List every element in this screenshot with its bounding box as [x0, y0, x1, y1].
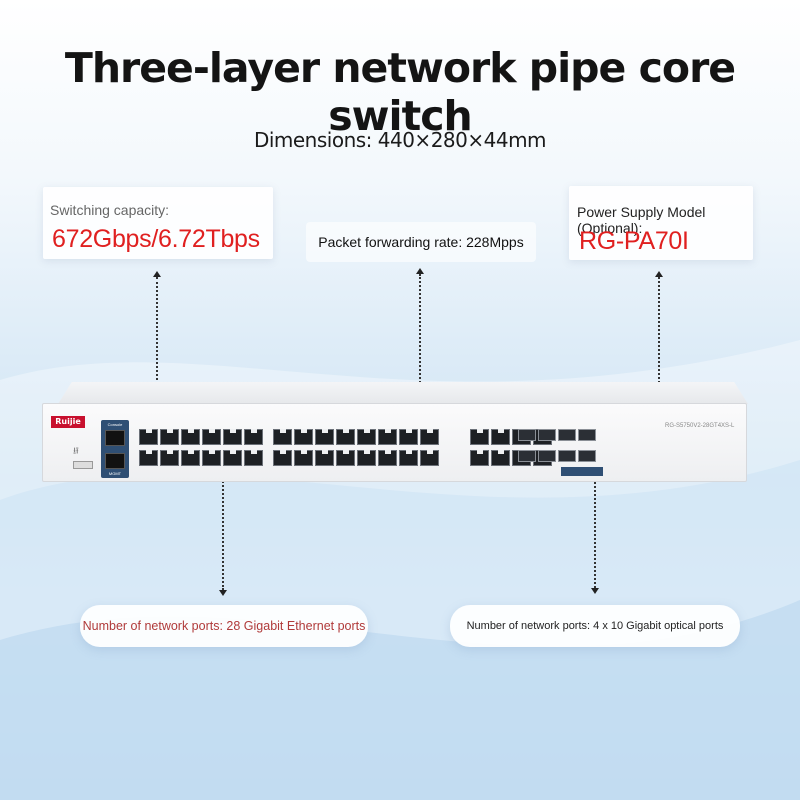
- callout-line: [594, 455, 596, 588]
- ethernet-port: [399, 429, 418, 445]
- ethernet-port: [399, 450, 418, 466]
- power-supply-value: RG-PA70I: [579, 227, 689, 255]
- switching-capacity-label: Switching capacity:: [50, 202, 170, 218]
- dimensions-text: Dimensions: 440×280×44mm: [253, 128, 547, 152]
- console-label: Console: [107, 422, 123, 427]
- ethernet-port: [357, 450, 376, 466]
- ethernet-ports-callout: Number of network ports: 28 Gigabit Ethe…: [80, 605, 368, 647]
- ethernet-port: [378, 450, 397, 466]
- ethernet-port: [244, 450, 263, 466]
- ethernet-ports-bottom-left: [139, 450, 263, 466]
- ethernet-port: [160, 450, 179, 466]
- ethernet-port: [315, 450, 334, 466]
- ethernet-port: [202, 429, 221, 445]
- model-number: RG-S5750V2-28GT4XS-L: [665, 423, 735, 429]
- switching-capacity-card: Switching capacity: 672Gbps/6.72Tbps: [43, 187, 273, 259]
- switch-top-surface: [58, 382, 748, 404]
- ethernet-port: [294, 429, 313, 445]
- sfp-port: [518, 429, 536, 441]
- sfp-port: [578, 450, 596, 462]
- ethernet-port: [160, 429, 179, 445]
- ethernet-ports-top-left: [139, 429, 263, 445]
- console-port: [105, 430, 125, 446]
- callout-line: [156, 277, 158, 392]
- sfp-port: [558, 450, 576, 462]
- ethernet-port: [420, 429, 439, 445]
- ethernet-port: [244, 429, 263, 445]
- ethernet-port: [139, 429, 158, 445]
- ethernet-port: [470, 450, 489, 466]
- ethernet-port: [181, 450, 200, 466]
- ethernet-port: [470, 429, 489, 445]
- sfp-port: [578, 429, 596, 441]
- network-switch: Ruijie ⭿ Console MGMT RG-S5750V2-28GT4XS…: [42, 403, 747, 482]
- ethernet-ports-top-mid: [273, 429, 439, 445]
- ethernet-port: [202, 450, 221, 466]
- sfp-port: [558, 429, 576, 441]
- power-supply-card: Power Supply Model (Optional): RG-PA70I: [569, 186, 753, 260]
- power-supply-label: Power Supply Model (Optional):: [577, 204, 706, 236]
- sfp-ports-lower: [518, 450, 596, 462]
- ethernet-port: [420, 450, 439, 466]
- ethernet-port: [315, 429, 334, 445]
- usb-port: [73, 461, 93, 469]
- arrow-up-icon: [416, 268, 424, 274]
- ethernet-port: [181, 429, 200, 445]
- ethernet-ports-bottom-mid: [273, 450, 439, 466]
- sfp-ports: [518, 429, 596, 441]
- callout-line: [419, 274, 421, 399]
- arrow-down-icon: [591, 588, 599, 594]
- usb-icon: ⭿: [73, 446, 79, 456]
- console-mgmt-panel: Console MGMT: [101, 420, 129, 478]
- background-wave: [0, 340, 800, 800]
- ethernet-port: [273, 429, 292, 445]
- mgmt-label: MGMT: [108, 471, 122, 476]
- sfp-port: [518, 450, 536, 462]
- mgmt-port: [105, 453, 125, 469]
- ethernet-port: [491, 429, 510, 445]
- ethernet-port: [223, 429, 242, 445]
- ethernet-port: [336, 450, 355, 466]
- ethernet-port: [273, 450, 292, 466]
- ethernet-port: [357, 429, 376, 445]
- sfp-port: [538, 429, 556, 441]
- ethernet-port: [294, 450, 313, 466]
- arrow-down-icon: [219, 590, 227, 596]
- ethernet-port: [139, 450, 158, 466]
- sfp-port: [538, 450, 556, 462]
- arrow-up-icon: [153, 271, 161, 277]
- callout-line: [222, 470, 224, 590]
- sfp-label-plate: [561, 467, 603, 476]
- arrow-up-icon: [655, 271, 663, 277]
- brand-logo: Ruijie: [51, 416, 85, 428]
- ethernet-port: [491, 450, 510, 466]
- ethernet-port: [378, 429, 397, 445]
- ethernet-port: [336, 429, 355, 445]
- ethernet-port: [223, 450, 242, 466]
- switching-capacity-value: 672Gbps/6.72Tbps: [52, 225, 260, 253]
- callout-line: [658, 277, 660, 387]
- packet-forwarding-rate: Packet forwarding rate: 228Mpps: [306, 222, 536, 262]
- optical-ports-callout: Number of network ports: 4 x 10 Gigabit …: [450, 605, 740, 647]
- page-title: Three-layer network pipe core switch: [64, 44, 736, 140]
